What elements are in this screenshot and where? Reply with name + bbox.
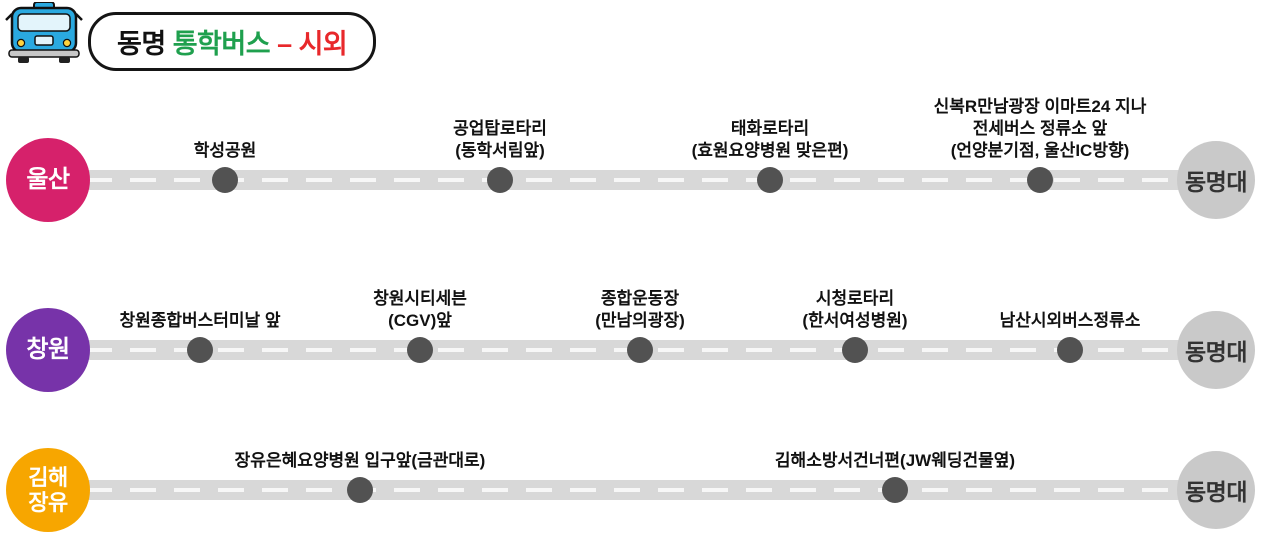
route-badge: 창원 bbox=[6, 308, 90, 392]
stop-label: 학성공원 bbox=[193, 140, 257, 160]
stop-dot bbox=[347, 477, 373, 503]
road bbox=[70, 170, 1192, 190]
bus-icon bbox=[5, 2, 83, 63]
stop-label: 김해소방서건너편(JW웨딩건물옆) bbox=[774, 450, 1016, 470]
stop-label: 남산시외버스정류소 bbox=[999, 310, 1141, 330]
route-badge: 울산 bbox=[6, 138, 90, 222]
stop-dot bbox=[487, 167, 513, 193]
stop-dot bbox=[1057, 337, 1083, 363]
title-route-type: – 시외 bbox=[270, 29, 348, 59]
title-school-name: 동명 bbox=[117, 29, 173, 59]
page-title: 동명 통학버스 – 시외 bbox=[88, 12, 377, 71]
terminal-circle: 동명대 bbox=[1177, 311, 1255, 389]
road bbox=[70, 480, 1192, 500]
road-dashes bbox=[86, 178, 1176, 182]
stop-dot bbox=[407, 337, 433, 363]
stop-label: 시청로타리 (한서여성병원) bbox=[802, 288, 908, 330]
stop-label: 신복R만남광장 이마트24 지나 전세버스 정류소 앞 (언양분기점, 울산IC… bbox=[933, 96, 1147, 160]
stop-label: 종합운동장 (만남의광장) bbox=[595, 288, 685, 330]
terminal-circle: 동명대 bbox=[1177, 141, 1255, 219]
stop-dot bbox=[882, 477, 908, 503]
stop-dot bbox=[842, 337, 868, 363]
stop-dot bbox=[627, 337, 653, 363]
stop-label: 태화로타리 (효원요양병원 맞은편) bbox=[691, 118, 849, 160]
stop-dot bbox=[212, 167, 238, 193]
route-badge: 김해 장유 bbox=[6, 448, 90, 532]
title-bus-word: 통학버스 bbox=[172, 29, 271, 59]
stop-dot bbox=[187, 337, 213, 363]
stop-label: 장유은혜요양병원 입구앞(금관대로) bbox=[234, 450, 486, 470]
stop-label: 공업탑로타리 (동학서림앞) bbox=[453, 118, 547, 160]
stop-dot bbox=[1027, 167, 1053, 193]
terminal-circle: 동명대 bbox=[1177, 451, 1255, 529]
stop-label: 창원시티세븐 (CGV)앞 bbox=[373, 288, 467, 330]
stop-dot bbox=[757, 167, 783, 193]
road-dashes bbox=[86, 488, 1176, 492]
stop-label: 창원종합버스터미날 앞 bbox=[119, 310, 281, 330]
